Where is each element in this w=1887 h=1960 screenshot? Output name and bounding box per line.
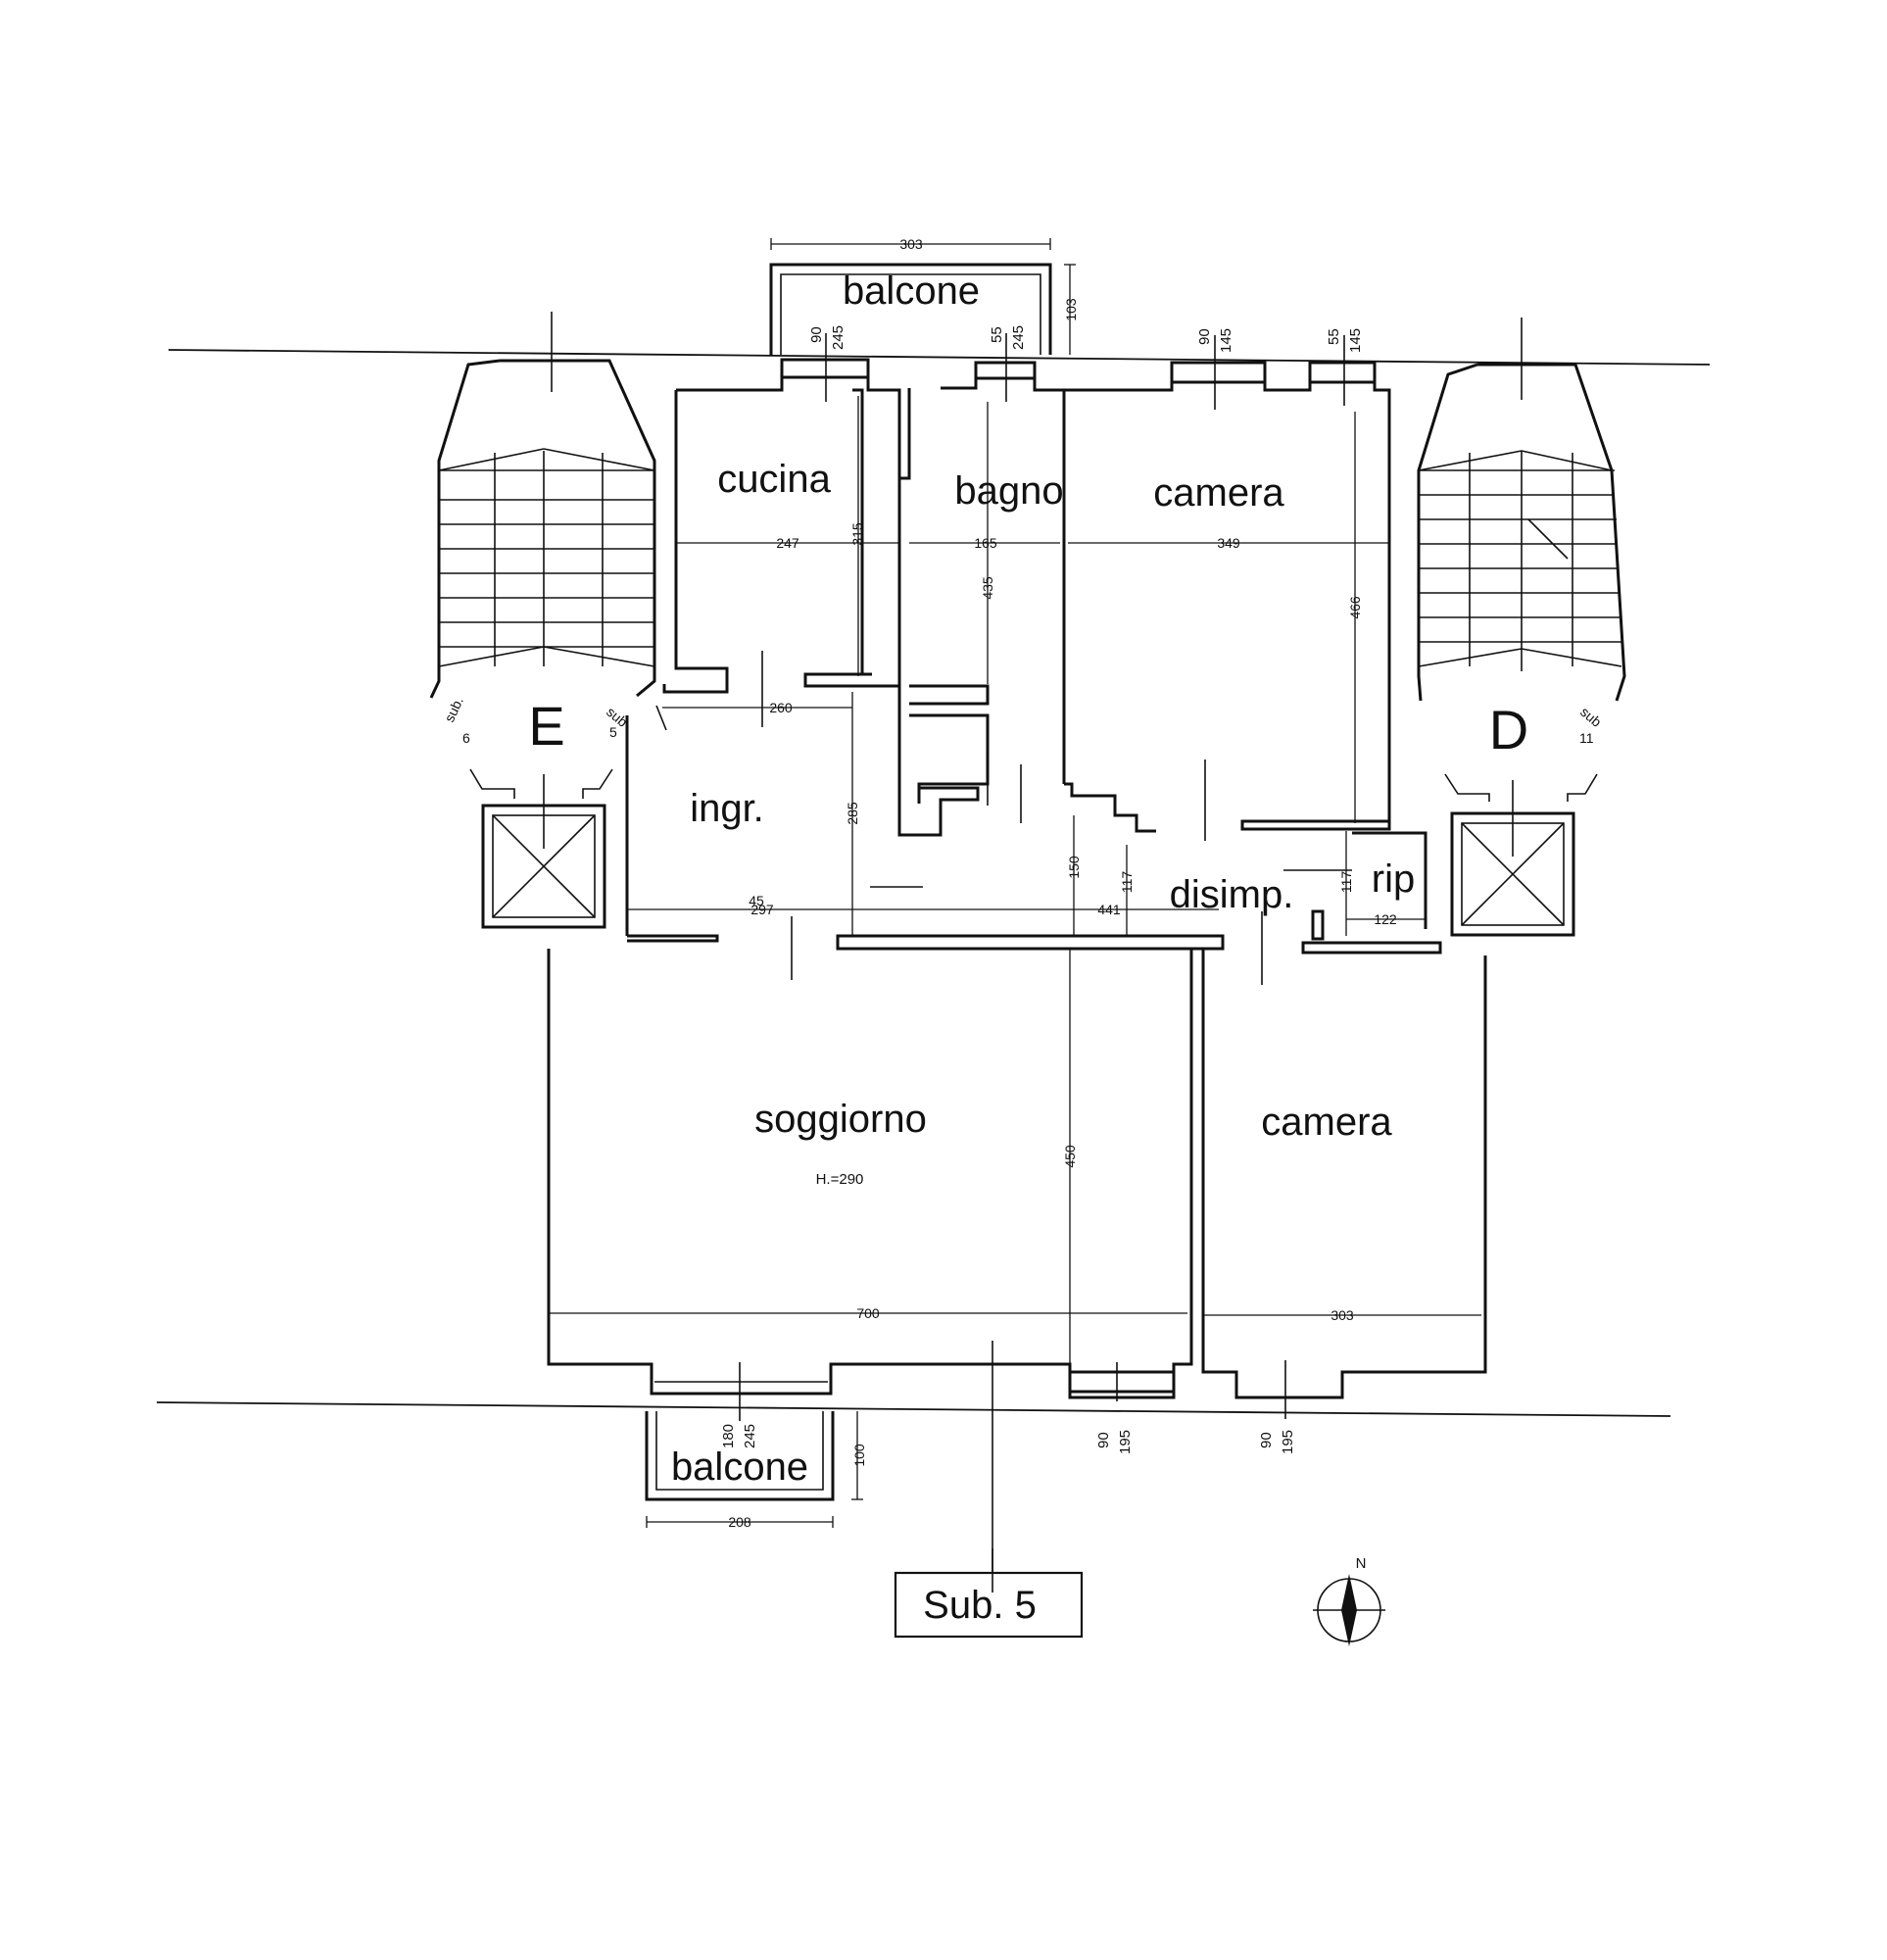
window-camera-top-2 bbox=[1308, 335, 1377, 406]
dim-rip-width: 122 bbox=[1374, 911, 1397, 927]
dim-bagno-width: 165 bbox=[974, 535, 997, 551]
window-cucina bbox=[780, 333, 870, 402]
north-label: N bbox=[1356, 1555, 1367, 1572]
staircase-right-sub-num: 11 bbox=[1579, 730, 1594, 746]
room-label-camera-top: camera bbox=[1153, 471, 1284, 514]
soggiorno-height: H.=290 bbox=[816, 1171, 864, 1188]
room-label-balcone-bottom: balcone bbox=[671, 1446, 808, 1489]
window-bagno-bottom: 245 bbox=[1010, 325, 1027, 350]
walls-ingr bbox=[625, 715, 1442, 980]
facade-line-south bbox=[156, 1401, 1671, 1417]
room-label-bagno: bagno bbox=[954, 469, 1063, 513]
window-cucina-bottom: 245 bbox=[830, 325, 847, 350]
window-camera-bottom-top: 90 bbox=[1258, 1432, 1275, 1448]
window-camera-top-2-top: 55 bbox=[1326, 328, 1342, 345]
dim-balcone-bottom-width: 208 bbox=[728, 1514, 751, 1530]
staircase-left-sub-a: sub. bbox=[441, 695, 466, 725]
dim-rip-height: 117 bbox=[1338, 871, 1354, 894]
room-label-camera-bottom: camera bbox=[1261, 1101, 1392, 1144]
dim-camera-top-depth: 466 bbox=[1347, 596, 1363, 619]
staircase-left bbox=[429, 312, 667, 799]
staircase-right-sub: sub bbox=[1577, 704, 1605, 730]
window-balcone-bottom: 245 bbox=[742, 1424, 758, 1448]
balcony-top bbox=[769, 238, 1076, 355]
room-label-soggiorno: soggiorno bbox=[754, 1098, 927, 1141]
window-bagno-top: 55 bbox=[989, 326, 1005, 343]
room-label-balcone-top: balcone bbox=[843, 270, 980, 313]
window-soggiorno-top: 90 bbox=[1095, 1432, 1112, 1448]
window-camera-top-2-bottom: 145 bbox=[1347, 328, 1364, 353]
staircase-left-letter: E bbox=[528, 695, 564, 757]
dim-camera-top-width: 349 bbox=[1217, 535, 1240, 551]
dim-disimp-b: 117 bbox=[1119, 871, 1135, 894]
walls-camera-bottom bbox=[1201, 949, 1487, 1419]
window-soggiorno bbox=[1068, 1362, 1176, 1401]
window-cucina-top: 90 bbox=[808, 326, 825, 343]
dim-cucina-depth: 315 bbox=[849, 522, 865, 546]
dim-disimp-a: 150 bbox=[1066, 856, 1082, 879]
dim-corridor-b: 441 bbox=[1097, 902, 1121, 917]
unit-tag bbox=[894, 1548, 1084, 1639]
dim-soggiorno-depth: 450 bbox=[1062, 1145, 1078, 1168]
dim-camera-bottom-width: 303 bbox=[1331, 1307, 1354, 1323]
dim-balcone-top-depth: 103 bbox=[1063, 298, 1079, 321]
north-arrow-icon bbox=[1313, 1574, 1385, 1646]
dim-ingr-top: 260 bbox=[769, 700, 793, 715]
dim-bagno-depth: 435 bbox=[980, 576, 995, 600]
room-label-rip: rip bbox=[1372, 858, 1415, 901]
elevator-left bbox=[481, 774, 606, 929]
window-camera-bottom-bottom: 195 bbox=[1280, 1430, 1296, 1454]
dimension-lines bbox=[549, 396, 1481, 1364]
dim-balcone-top-width: 303 bbox=[899, 236, 923, 252]
dim-ingr-depth: 285 bbox=[845, 802, 860, 825]
elevator-right bbox=[1450, 780, 1575, 937]
dim-balcone-bottom-depth: 100 bbox=[851, 1444, 867, 1467]
walls-soggiorno bbox=[547, 949, 1193, 1592]
dim-small-mark: 45 bbox=[749, 893, 764, 908]
staircase-right-letter: D bbox=[1489, 699, 1528, 760]
room-label-ingr: ingr. bbox=[690, 787, 764, 830]
window-camera-top-1-bottom: 145 bbox=[1218, 328, 1234, 353]
room-label-cucina: cucina bbox=[717, 458, 831, 501]
room-label-disimp: disimp. bbox=[1170, 873, 1294, 916]
staircase-left-sub-b-num: 5 bbox=[609, 724, 617, 740]
window-balcone-top: 180 bbox=[720, 1424, 737, 1448]
staircase-right bbox=[1417, 318, 1626, 802]
walls-bagno bbox=[897, 370, 1066, 837]
dim-cucina-width: 247 bbox=[776, 535, 799, 551]
dim-corridor-a: 297 bbox=[750, 902, 774, 917]
window-camera-top-1-top: 90 bbox=[1196, 328, 1213, 345]
facade-line-north bbox=[168, 349, 1711, 366]
staircase-left-sub-a-num: 6 bbox=[462, 730, 470, 746]
window-soggiorno-bottom: 195 bbox=[1117, 1430, 1134, 1454]
dim-soggiorno-width: 700 bbox=[856, 1305, 880, 1321]
walls-camera-top bbox=[1064, 370, 1391, 841]
unit-tag-label: Sub. 5 bbox=[923, 1584, 1037, 1627]
balcony-bottom bbox=[645, 1411, 863, 1528]
walls-rip bbox=[1261, 831, 1427, 985]
